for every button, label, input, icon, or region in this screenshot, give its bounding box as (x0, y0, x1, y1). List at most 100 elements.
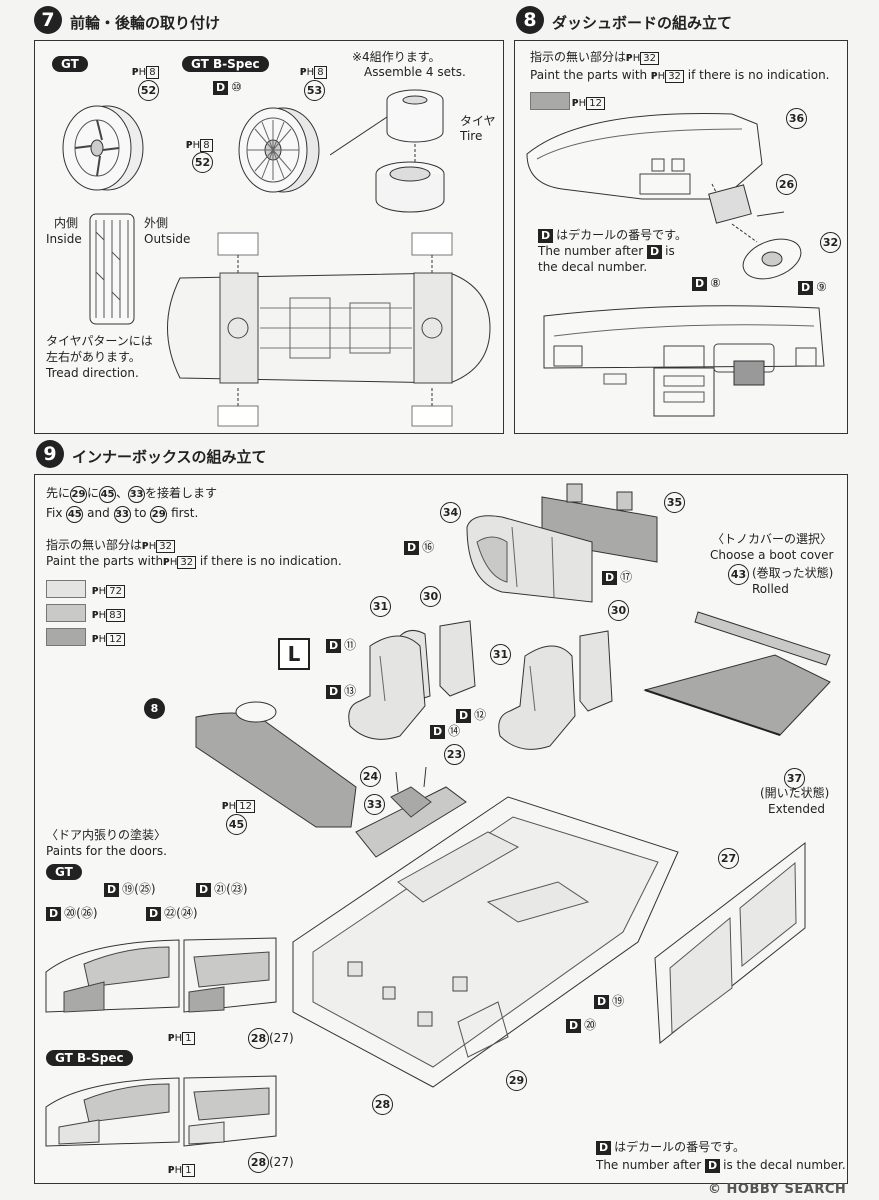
inside-label-jp: 内側 (54, 216, 79, 230)
part-32-label: 32 (820, 232, 841, 253)
step-8-title: ダッシュボードの組み立て (552, 14, 733, 32)
part-30-label: 30 (608, 600, 629, 621)
step-7-title: 前輪・後輪の取り付け (70, 14, 221, 32)
tire-label-en: Tire (460, 129, 483, 143)
tire-assembly-illustration (330, 80, 450, 220)
chassis-underside-illustration (150, 228, 495, 428)
boot-cover-title-en: Choose a boot cover (710, 548, 834, 562)
part-37-label: 37 (784, 768, 805, 789)
extended-label-en: Extended (768, 802, 825, 816)
part-30-label: 30 (420, 586, 441, 607)
dashboard-decal-illustration (534, 296, 829, 426)
front-seats-illustration (340, 606, 630, 776)
step-9-first-note-en: Fix 45 and 33 to 29 first. (46, 506, 198, 523)
part-33-label: 33 (364, 794, 385, 815)
part-31-label: 31 (490, 644, 511, 665)
doors-gt-label: GT (46, 864, 82, 880)
doors-gt-bspec-label: GT B-Spec (46, 1050, 133, 1066)
dashboard-parts-illustration (522, 104, 812, 289)
gt-label: GT (52, 56, 88, 72)
color-swatch-83 (46, 604, 86, 622)
part-36-label: 36 (786, 108, 807, 129)
tread-note-jp-2: 左右があります。 (46, 350, 141, 364)
gtb-door-panels-illustration (44, 1072, 279, 1152)
extended-label-jp: (開いた状態) (760, 786, 830, 800)
wheel-gtb-illustration (228, 102, 323, 197)
part-28-label: 28 (372, 1094, 393, 1115)
part-52-label: 52 (192, 152, 213, 173)
color-swatch-72 (46, 580, 86, 598)
door-part-28-27-label-b: 28(27) (248, 1152, 294, 1173)
doors-title-jp: 〈ドア内張りの塗装〉 (46, 828, 167, 842)
inside-label-en: Inside (46, 232, 82, 246)
inner-box-tub-illustration (288, 792, 688, 1092)
doors-title-en: Paints for the doors. (46, 844, 167, 858)
step-9-title: インナーボックスの組み立て (72, 448, 267, 466)
boot-cover-title-jp: 〈トノカバーの選択〉 (712, 532, 833, 546)
part-23-label: 23 (444, 744, 465, 765)
part-43-label: 43 (728, 564, 749, 585)
rolled-label-jp: (巻取った状態) (752, 566, 834, 580)
part-29-label: 29 (506, 1070, 527, 1091)
gt-door-panels-illustration (44, 932, 279, 1022)
tread-note-en: Tread direction. (46, 366, 139, 380)
left-seat-marker: L (278, 638, 310, 670)
part-24-label: 24 (360, 766, 381, 787)
gt-bspec-label: GT B-Spec (182, 56, 269, 72)
part-8-label: 8 (144, 698, 165, 719)
part-27-label: 27 (718, 848, 739, 869)
part-26-label: 26 (776, 174, 797, 195)
boot-cover-illustration (640, 610, 835, 740)
tire-label-jp: タイヤ (460, 114, 496, 128)
hobby-search-watermark: © HOBBY SEARCH (708, 1182, 847, 1197)
right-door-panel-illustration (650, 838, 810, 1048)
outside-label-jp: 外側 (144, 216, 169, 230)
tread-pattern-illustration (88, 212, 136, 327)
part-45-label: 45 (226, 814, 247, 835)
wheel-gt-illustration (52, 100, 147, 195)
color-swatch-12 (46, 628, 86, 646)
part-35-label: 35 (664, 492, 685, 513)
tread-note-jp-1: タイヤパターンには (46, 334, 153, 348)
step-7-number: 7 (34, 6, 62, 34)
assemble-note-jp: ※4組作ります。 (352, 50, 441, 64)
step-8-decal-note-en-2: the decal number. (538, 260, 648, 274)
part-31-label: 31 (370, 596, 391, 617)
door-part-28-27-label: 28(27) (248, 1028, 294, 1049)
step-8-number: 8 (516, 6, 544, 34)
step-9-number: 9 (36, 440, 64, 468)
